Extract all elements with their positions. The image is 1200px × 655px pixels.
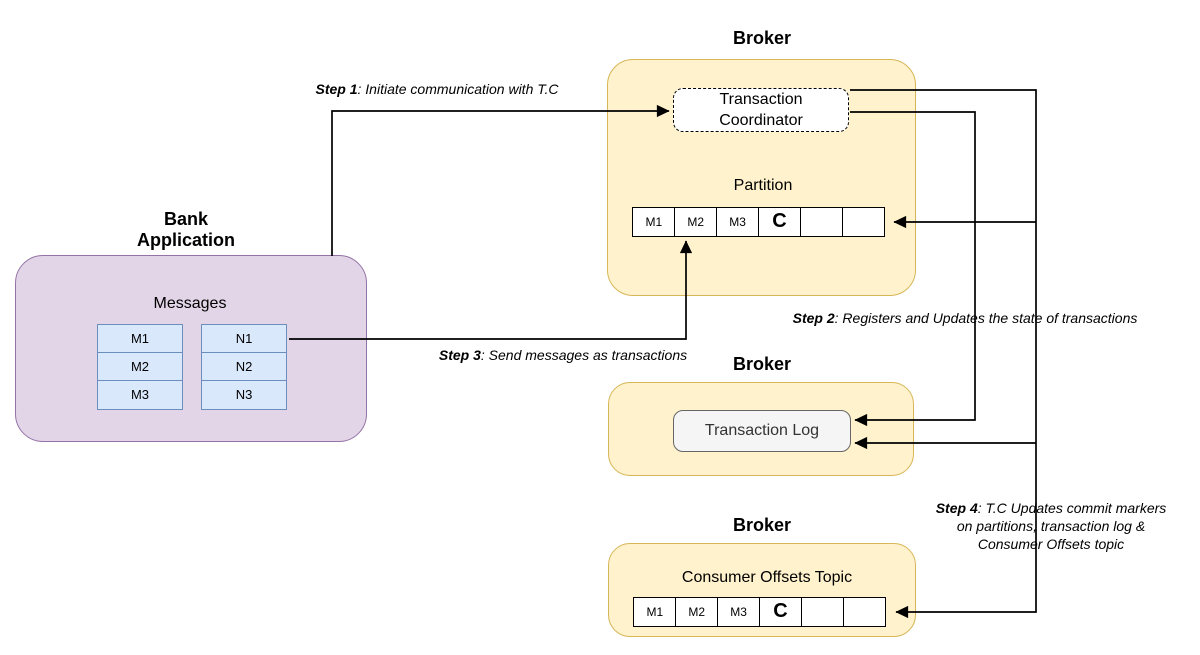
message-cell: M2 — [97, 352, 183, 382]
step2-text: : Registers and Updates the state of tra… — [834, 310, 1138, 326]
offsets-cell — [842, 597, 887, 627]
partition-cell: M1 — [632, 207, 676, 237]
message-cell: M1 — [97, 324, 183, 354]
transaction-log-box: Transaction Log — [673, 410, 851, 452]
coordinator-label-line1: Transaction — [719, 91, 803, 108]
offsets-commit-marker-cell: C — [758, 597, 803, 627]
offsets-cell: M1 — [633, 597, 677, 627]
offsets-cell: M2 — [674, 597, 719, 627]
edge-step3-messages-to-partition — [289, 240, 693, 340]
step3-annotation: Step 3: Send messages as transactions — [393, 346, 733, 364]
step2-annotation: Step 2: Registers and Updates the state … — [745, 309, 1185, 327]
broker-middle-label: Broker — [732, 354, 792, 374]
broker-bottom-label: Broker — [732, 515, 792, 535]
partition-cell: M2 — [673, 207, 718, 237]
offsets-cell: M3 — [716, 597, 761, 627]
partition-cells: M1 M2 M3 C — [632, 207, 886, 237]
step3-text: : Send messages as transactions — [480, 347, 688, 363]
message-cell: N1 — [201, 324, 287, 354]
step1-annotation: Step 1: Initiate communication with T.C — [237, 80, 637, 98]
message-stack-m: M1 M2 M3 — [97, 324, 183, 410]
message-cell: N3 — [201, 380, 287, 410]
step4-line1: Step 4: T.C Updates commit markers — [899, 499, 1200, 517]
bank-application-title: Bank Application — [86, 209, 286, 251]
bank-application-box — [15, 255, 367, 442]
step4-line3: Consumer Offsets topic — [977, 536, 1125, 552]
messages-label: Messages — [153, 295, 227, 312]
edge-step2-coordinator-to-log — [850, 111, 976, 427]
partition-commit-marker-cell: C — [757, 207, 802, 237]
message-cell: M3 — [97, 380, 183, 410]
step1-text: : Initiate communication with T.C — [357, 81, 559, 97]
edge-step1-app-to-coordinator — [331, 104, 670, 256]
edge-step4-coordinator-to-offsets-topic — [850, 89, 1037, 619]
step1-number: Step 1 — [315, 81, 358, 97]
bank-title-line1: Bank — [163, 209, 208, 229]
partition-cell — [799, 207, 844, 237]
step4-number: Step 4 — [935, 500, 978, 516]
step4-line2: on partitions, transaction log & — [956, 518, 1146, 534]
step4-annotation: Step 4: T.C Updates commit markers on pa… — [899, 499, 1200, 553]
consumer-offsets-topic-label: Consumer Offsets Topic — [681, 569, 853, 586]
consumer-offsets-cells: M1 M2 M3 C — [633, 597, 887, 627]
broker-top-label: Broker — [732, 28, 792, 48]
step4-text: : T.C Updates commit markers — [977, 500, 1167, 516]
partition-cell: M3 — [715, 207, 760, 237]
message-stack-n: N1 N2 N3 — [201, 324, 287, 410]
bank-title-line2: Application — [137, 230, 235, 250]
message-cell: N2 — [201, 352, 287, 382]
coordinator-label-line2: Coordinator — [719, 112, 803, 129]
step3-number: Step 3 — [438, 347, 481, 363]
partition-label: Partition — [733, 177, 793, 194]
transaction-coordinator-box: Transaction Coordinator — [673, 88, 849, 132]
step2-number: Step 2 — [792, 310, 835, 326]
partition-cell — [841, 207, 886, 237]
offsets-cell — [800, 597, 845, 627]
